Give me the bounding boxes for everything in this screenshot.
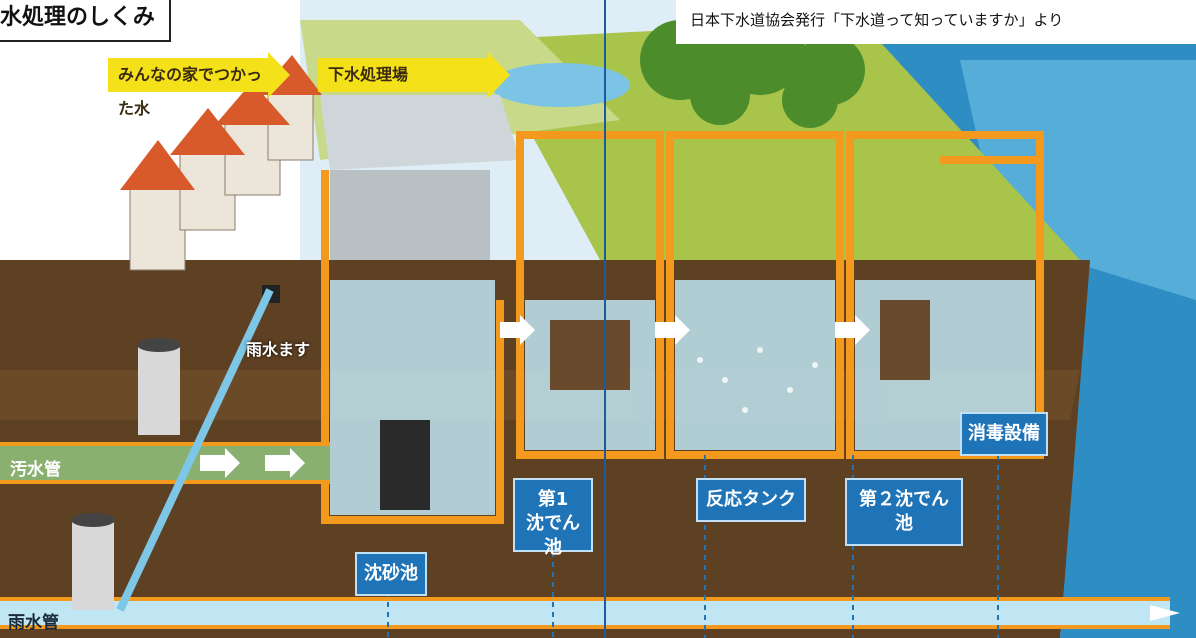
reaction-tank-label: 反応タンク	[696, 478, 806, 522]
banner-plant: 下水処理場	[318, 52, 510, 98]
grass-hill	[480, 20, 1080, 260]
flow-arrows	[200, 315, 870, 478]
tank-frames	[321, 131, 1044, 524]
primary-settling-label: 第1 沈でん池	[513, 478, 593, 558]
primary-scraper	[550, 320, 630, 390]
air-bubbles	[697, 347, 818, 413]
primary-settling-label-line2: 沈でん池	[526, 513, 580, 558]
houses	[120, 55, 322, 271]
rain-inlet-label: 雨水ます	[246, 340, 311, 359]
grit-conveyor	[380, 420, 430, 510]
secondary-settling-label: 第２沈でん池	[845, 478, 963, 546]
page-title: 水処理のしくみ	[0, 0, 171, 42]
banner-houses: みんなの家でつかった水	[108, 52, 290, 118]
primary-settling-label-line1: 第1	[537, 489, 569, 510]
disinfection-label: 消毒設備	[960, 412, 1048, 456]
grit-chamber-label: 沈砂池	[355, 552, 427, 596]
pond	[490, 63, 630, 107]
manholes	[71, 338, 181, 610]
plant-building	[320, 95, 520, 170]
sewage-pipe-label: 汚水管	[10, 460, 61, 480]
storm-pipe-label: 雨水管	[8, 613, 59, 633]
storm-pipe	[0, 600, 1170, 626]
secondary-scraper	[880, 300, 930, 380]
source-credit: 日本下水道協会発行「下水道って知っていますか」より	[676, 0, 1196, 44]
